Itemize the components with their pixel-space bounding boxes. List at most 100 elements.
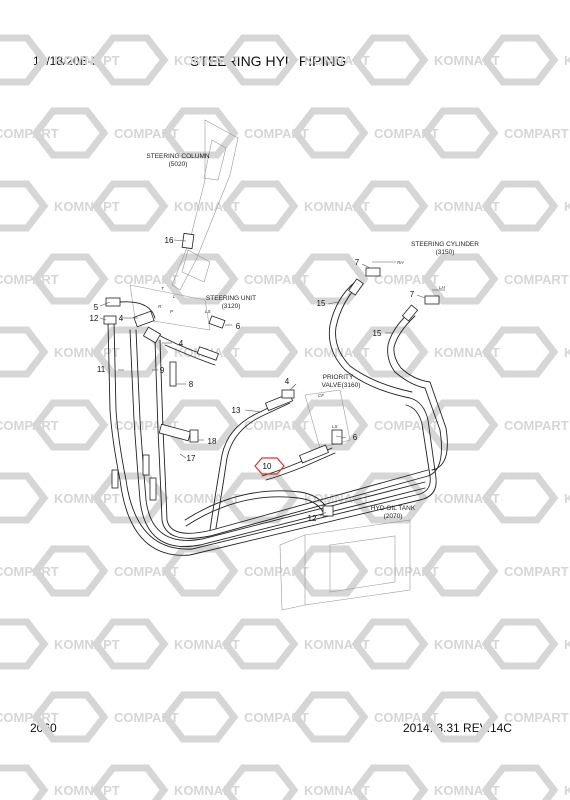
- watermark-hexagon: [481, 472, 559, 524]
- port-ls: LS: [205, 309, 211, 314]
- watermark-text: KOMNAPT: [54, 637, 120, 652]
- watermark-hexagon: [481, 764, 559, 800]
- port-t: T: [161, 286, 165, 291]
- callout-4-priority: 4: [285, 377, 290, 386]
- watermark-text: KOMNAPT: [174, 199, 240, 214]
- watermark-text: KOMNAPT: [174, 637, 240, 652]
- watermark-text: KOMNAPT: [174, 491, 240, 506]
- watermark-text: KOMNAPT: [564, 491, 570, 506]
- watermark-text: COMPART: [114, 272, 179, 287]
- steering-cylinder-ref: (3150): [436, 249, 455, 256]
- watermark-text: KOMNAPT: [564, 53, 570, 68]
- callout-15-upper: 15: [317, 299, 326, 308]
- model-number: 16/18/20B-9: [33, 54, 99, 68]
- watermark-hexagon: [0, 180, 49, 232]
- watermark-text: KOMNAPT: [564, 783, 570, 798]
- watermark-text: KOMNAPT: [54, 53, 120, 68]
- watermark-hexagon: [91, 764, 169, 800]
- watermark-hexagon: [91, 326, 169, 378]
- watermark-hexagon: [221, 34, 299, 86]
- watermark-text: KOMNAPT: [174, 783, 240, 798]
- watermark-text: KOMNAPT: [434, 491, 500, 506]
- watermark-text: COMPART: [114, 710, 179, 725]
- watermark-hexagon: [421, 545, 499, 597]
- watermark-hexagon: [221, 180, 299, 232]
- callout-6-lower: 6: [353, 433, 358, 442]
- watermark-hexagon: [161, 691, 239, 743]
- watermark-text: COMPART: [374, 126, 439, 141]
- hose-lines: [107, 281, 448, 556]
- watermark-hexagon: [31, 107, 109, 159]
- watermark-hexagon: [481, 326, 559, 378]
- watermark-text: KOMNAPT: [54, 345, 120, 360]
- watermark-hexagon: [351, 180, 429, 232]
- machine-outlines: [129, 119, 411, 611]
- watermark-hexagon: [421, 107, 499, 159]
- watermark-text: COMPART: [0, 272, 59, 287]
- steering-unit-label: STEERING UNIT: [206, 295, 256, 302]
- port-r: R: [158, 304, 162, 309]
- watermark-text: KOMNAPT: [304, 491, 370, 506]
- steering-cylinder-label: STEERING CYLINDER: [411, 241, 479, 248]
- steering-unit-ref: (3120): [222, 303, 241, 310]
- watermark-text: KOMNAPT: [304, 345, 370, 360]
- watermark-text: KOMNAPT: [434, 53, 500, 68]
- watermark-text: COMPART: [244, 564, 309, 579]
- callout-4-upper: 4: [119, 314, 124, 323]
- watermark-text: COMPART: [0, 126, 59, 141]
- callout-7-lh: 7: [410, 290, 415, 299]
- watermark-text: COMPART: [244, 710, 309, 725]
- port-p: P: [170, 309, 173, 314]
- watermark-text: COMPART: [374, 710, 439, 725]
- callout-9: 9: [160, 366, 165, 375]
- watermark-hexagon: [421, 691, 499, 743]
- watermark-hexagon: [481, 618, 559, 670]
- watermark-hexagon: [31, 545, 109, 597]
- callout-numbers: 16 5 12 4 6 4 11 9 8 18 17 13 4 10 6 12 …: [90, 236, 415, 523]
- watermark-text: KOMNAPT: [304, 783, 370, 798]
- watermark-hexagon: [0, 34, 49, 86]
- watermark-text: COMPART: [504, 710, 569, 725]
- steering-column-label: STEERING COLUMN: [146, 153, 210, 160]
- watermark-hexagon: [351, 764, 429, 800]
- watermark-text: COMPART: [114, 126, 179, 141]
- watermark-text: KOMNAPT: [54, 199, 120, 214]
- highlight-hexagon: [254, 457, 285, 475]
- callout-7-rh: 7: [355, 258, 360, 267]
- callout-17: 17: [187, 454, 196, 463]
- watermark-text: COMPART: [504, 564, 569, 579]
- watermark-text: COMPART: [0, 418, 59, 433]
- callout-5: 5: [94, 303, 99, 312]
- watermark-hexagon: [0, 618, 49, 670]
- watermark-text: KOMNAPT: [54, 491, 120, 506]
- callout-10: 10: [263, 462, 272, 471]
- port-l: L: [173, 294, 176, 299]
- steering-column-ref: (5020): [169, 161, 188, 168]
- watermark-text: COMPART: [0, 564, 59, 579]
- watermark-hexagon: [0, 472, 49, 524]
- watermark-text: KOMNAPT: [54, 783, 120, 798]
- watermark-text: KOMNAPT: [434, 199, 500, 214]
- hyd-oil-tank-label: HYD OIL TANK: [371, 505, 416, 512]
- watermark-hexagon: [221, 764, 299, 800]
- watermark-hexagon: [481, 180, 559, 232]
- watermark-hexagon: [291, 545, 369, 597]
- watermark-text: KOMNAPT: [434, 783, 500, 798]
- watermark-hexagon: [31, 253, 109, 305]
- watermark-text: COMPART: [0, 710, 59, 725]
- watermark-text: COMPART: [374, 272, 439, 287]
- callout-4-middle: 4: [179, 339, 184, 348]
- watermark-text: KOMNAPT: [564, 345, 570, 360]
- port-ls-priority: LS: [332, 424, 338, 429]
- watermark-text: KOMNAPT: [304, 199, 370, 214]
- callout-16: 16: [165, 236, 174, 245]
- priority-valve-ref: VALVE(3160): [322, 382, 361, 389]
- watermark-hexagon: [481, 34, 559, 86]
- watermark-hexagon: [31, 691, 109, 743]
- watermark-text: KOMNAPT: [564, 637, 570, 652]
- watermark-text: COMPART: [244, 272, 309, 287]
- callout-15-lower: 15: [373, 329, 382, 338]
- watermark-text: COMPART: [504, 126, 569, 141]
- watermark-text: COMPART: [244, 126, 309, 141]
